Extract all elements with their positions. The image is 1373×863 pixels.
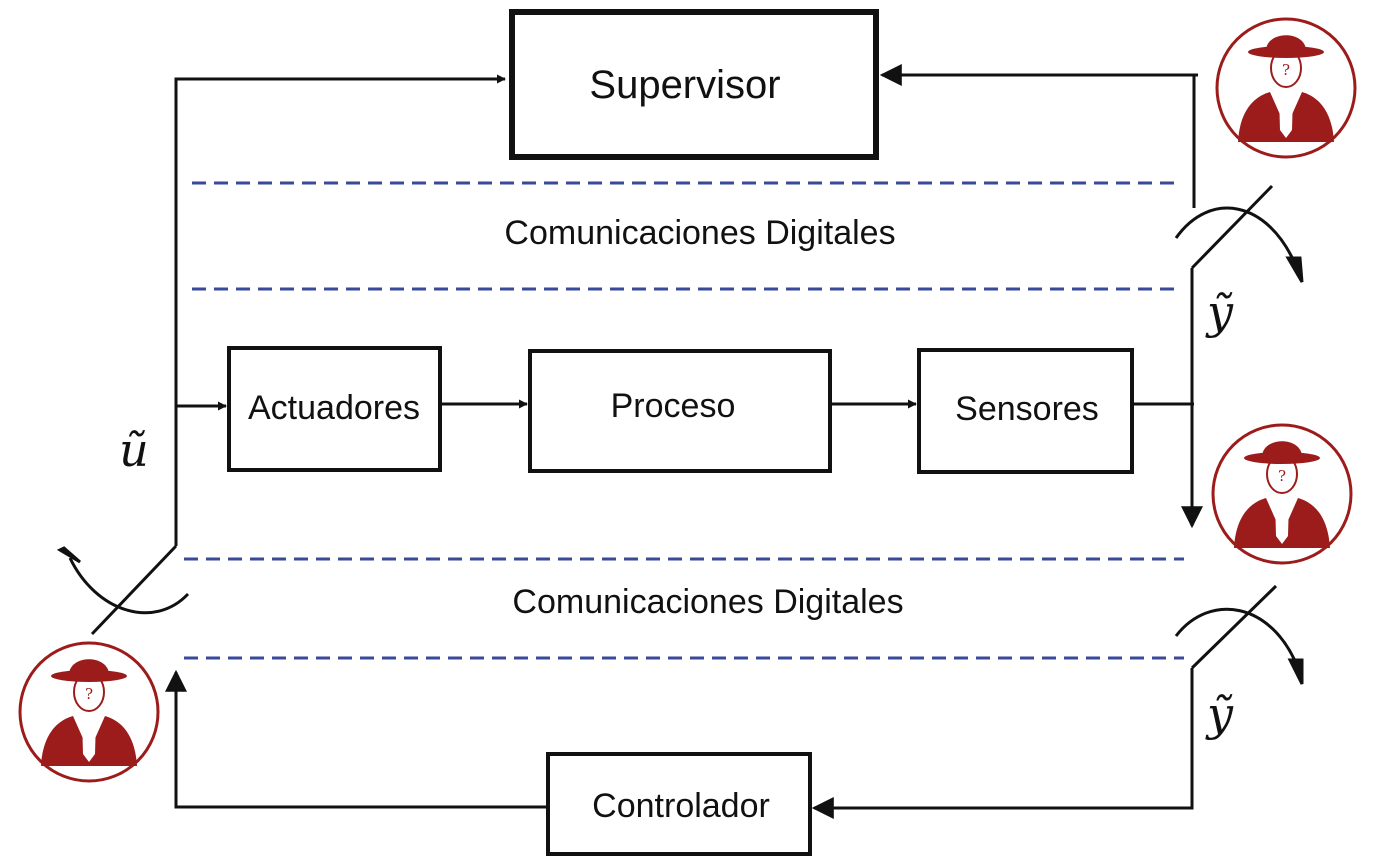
u-tilde-symbol: ũ xyxy=(119,423,149,477)
upper-channel-label: Comunicaciones Digitales xyxy=(504,214,895,252)
channel-boundaries xyxy=(184,181,1184,660)
y-tilde-lower-symbol: ỹ xyxy=(1205,687,1234,741)
spy-attacker-icon: ? xyxy=(18,641,160,783)
supervisor-block: Supervisor xyxy=(509,9,879,160)
controller-output-path xyxy=(165,669,548,809)
lower-channel-label: Comunicaciones Digitales xyxy=(512,583,903,621)
manipulated-switch-icon xyxy=(56,184,1304,685)
actuators-label: Actuadores xyxy=(248,389,420,427)
supervisor-label: Supervisor xyxy=(589,63,780,107)
spy-attacker-icon: ? xyxy=(1211,423,1353,565)
sensors-block: Sensores xyxy=(917,348,1134,474)
u-to-supervisor-path xyxy=(174,74,506,546)
controller-label: Controlador xyxy=(592,787,770,825)
signal-lines xyxy=(165,64,1203,819)
attacker-question-mark: ? xyxy=(1278,467,1286,485)
attacker-question-mark: ? xyxy=(1282,61,1290,79)
sensors-label: Sensores xyxy=(955,390,1099,428)
y-to-supervisor-path xyxy=(1192,73,1198,208)
y-to-controller-path xyxy=(880,668,1194,810)
y-tilde-upper-symbol: ỹ xyxy=(1205,285,1234,339)
process-block: Proceso xyxy=(528,349,832,473)
process-label: Proceso xyxy=(611,387,736,425)
spy-attacker-icon: ? xyxy=(1215,17,1357,159)
actuators-block: Actuadores xyxy=(227,346,442,472)
controller-block: Controlador xyxy=(546,752,812,856)
attacker-question-mark: ? xyxy=(85,685,93,703)
